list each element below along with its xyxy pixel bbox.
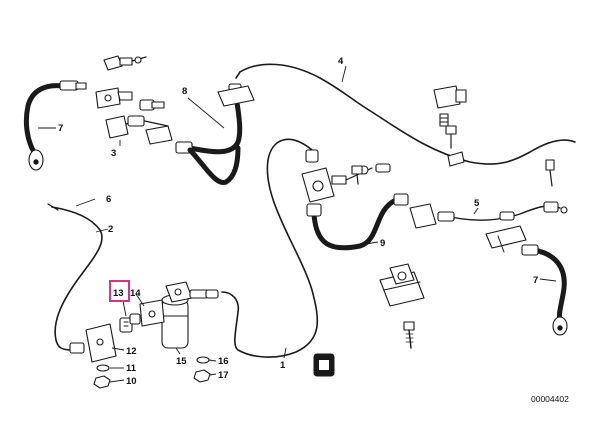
callout-5: 5 xyxy=(474,198,480,209)
callout-8: 8 xyxy=(182,86,187,97)
callout-13-highlight xyxy=(109,280,130,302)
callout-10: 10 xyxy=(126,376,137,387)
leader-lines xyxy=(38,65,557,383)
rubber-mount-block[interactable] xyxy=(379,263,425,307)
document-number: 00004402 xyxy=(531,394,569,404)
brake-pressure-regulator[interactable] xyxy=(161,281,219,349)
callout-3: 3 xyxy=(111,148,116,159)
bolt-top-right[interactable] xyxy=(445,125,457,149)
nut-17[interactable] xyxy=(193,369,211,383)
bolt-far-right[interactable] xyxy=(545,159,555,187)
nut-10[interactable] xyxy=(93,375,111,389)
callout-2: 2 xyxy=(108,224,113,235)
mounting-bracket-14[interactable] xyxy=(139,299,165,327)
brake-hose-8[interactable] xyxy=(175,83,255,155)
bolt-mid[interactable] xyxy=(351,165,363,185)
callout-4: 4 xyxy=(338,56,344,67)
brake-fitting-13[interactable] xyxy=(119,313,141,333)
brake-pipe-1[interactable] xyxy=(221,138,318,358)
callout-15: 15 xyxy=(176,356,187,367)
rubber-grommet[interactable] xyxy=(313,353,335,377)
callout-9: 9 xyxy=(380,238,385,249)
brake-pipe-4[interactable] xyxy=(235,63,576,165)
washer-16[interactable] xyxy=(196,356,210,364)
hose-clip-small[interactable] xyxy=(447,151,465,167)
brake-line-3-assembly[interactable] xyxy=(105,115,173,145)
connector-fitting-mid[interactable] xyxy=(139,99,165,111)
mount-bolt[interactable] xyxy=(403,321,415,349)
bracket-clip-upper[interactable] xyxy=(95,87,133,109)
washer-11[interactable] xyxy=(96,364,110,372)
bracket-12[interactable] xyxy=(69,323,117,363)
bracket-right[interactable] xyxy=(485,225,527,253)
brake-pipe-2[interactable] xyxy=(47,203,103,351)
callout-14: 14 xyxy=(130,288,141,299)
union-fitting-top[interactable] xyxy=(103,55,147,71)
brake-hose-7-right[interactable] xyxy=(521,244,568,336)
brake-line-5[interactable] xyxy=(437,201,568,222)
brake-hose-9[interactable] xyxy=(306,193,437,251)
brake-hose-7-left[interactable] xyxy=(23,80,87,171)
t-piece-distributor[interactable] xyxy=(301,149,391,203)
callout-17: 17 xyxy=(218,370,229,381)
callout-6: 6 xyxy=(106,194,111,205)
callout-7-left: 7 xyxy=(58,123,63,134)
callout-11: 11 xyxy=(126,363,137,374)
callout-1: 1 xyxy=(280,360,286,371)
callout-16: 16 xyxy=(218,356,229,367)
callout-12: 12 xyxy=(126,346,137,357)
brake-hose-8-lower[interactable] xyxy=(187,145,241,185)
callout-7-right: 7 xyxy=(533,275,538,286)
valve-block-top-right[interactable] xyxy=(433,85,467,127)
callout-13[interactable]: 13 xyxy=(113,288,124,299)
